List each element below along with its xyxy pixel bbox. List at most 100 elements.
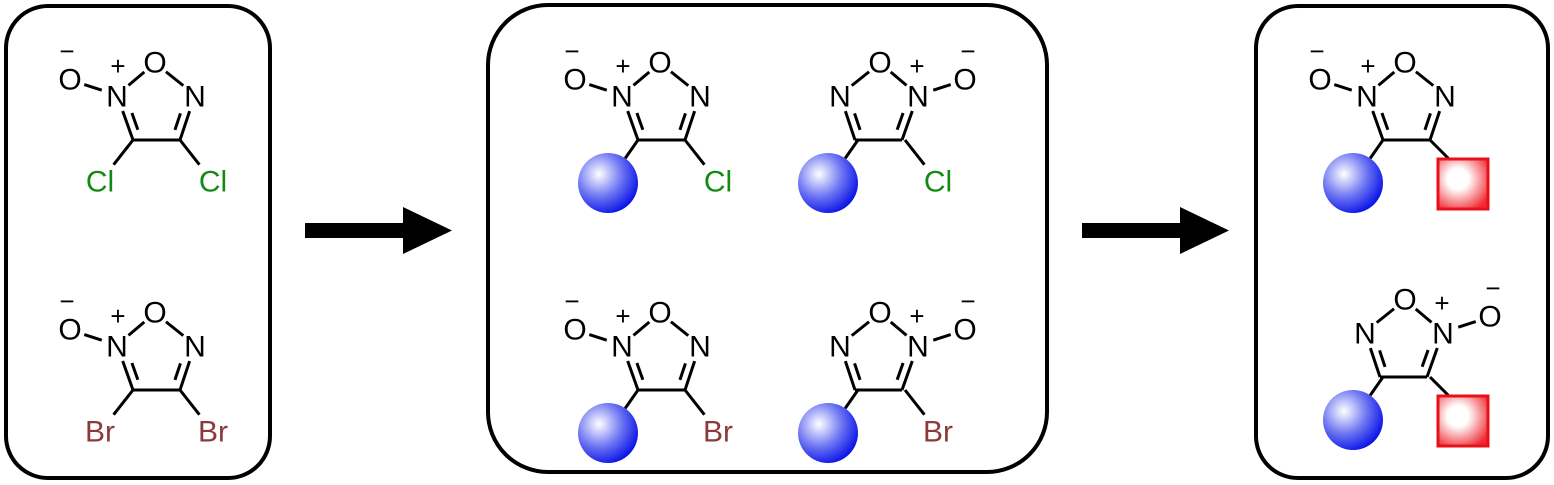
ring-oxygen: O: [868, 297, 891, 330]
bond: [635, 362, 645, 381]
ring-nitrogen: N: [829, 81, 851, 114]
bond: [1428, 138, 1451, 161]
bond: [669, 70, 690, 87]
ring-oxygen: O: [648, 297, 671, 330]
plus-charge: +: [110, 301, 125, 331]
plus-charge: +: [909, 301, 924, 331]
bond: [1428, 110, 1442, 141]
chlorine-label: Cl: [704, 166, 732, 199]
bond: [130, 362, 140, 381]
minus-charge: −: [1309, 36, 1324, 66]
bond: [843, 389, 860, 410]
n-oxide-nitrogen: N: [611, 331, 633, 364]
bromine-label: Br: [923, 416, 953, 449]
exo-oxygen: O: [563, 64, 586, 97]
blue-sphere-substituent: [798, 153, 858, 213]
bromine-label: Br: [85, 416, 115, 449]
n-oxide-nitrogen: N: [106, 81, 128, 114]
bond: [853, 362, 862, 381]
bond: [678, 112, 687, 131]
reaction-arrow-1: [305, 207, 452, 254]
minus-charge: −: [59, 286, 74, 316]
bond: [843, 110, 857, 141]
minus-charge: −: [59, 36, 74, 66]
bond: [112, 389, 135, 416]
panel-intermediates: [486, 3, 1049, 474]
minus-charge: −: [960, 36, 975, 66]
ring-oxygen: O: [868, 47, 891, 80]
exo-oxygen: O: [1478, 301, 1501, 334]
chlorine-label: Cl: [924, 166, 952, 199]
bond: [889, 320, 908, 337]
bond: [1428, 375, 1451, 398]
bond: [683, 360, 697, 391]
bond: [1425, 347, 1439, 378]
minus-charge: −: [1485, 273, 1500, 303]
ring-nitrogen: N: [1434, 81, 1456, 114]
bond: [588, 333, 608, 342]
bond: [1377, 70, 1396, 87]
ring-nitrogen: N: [689, 331, 711, 364]
bond: [173, 112, 182, 131]
bond: [1423, 112, 1432, 131]
bond: [1368, 347, 1382, 378]
plus-charge: +: [1360, 51, 1375, 81]
bond: [626, 110, 640, 141]
bond: [164, 70, 185, 87]
bond: [895, 112, 905, 131]
n-oxide-nitrogen: N: [106, 331, 128, 364]
ring-nitrogen: N: [829, 331, 851, 364]
bond: [903, 389, 926, 416]
blue-sphere-substituent: [798, 403, 858, 463]
bond: [623, 139, 640, 160]
bond: [850, 320, 871, 337]
ring-oxygen: O: [1393, 284, 1416, 317]
blue-sphere-substituent: [578, 403, 638, 463]
bond: [843, 139, 860, 160]
bond: [178, 389, 201, 416]
plus-charge: +: [909, 51, 924, 81]
plus-charge: +: [1434, 288, 1449, 318]
bond: [626, 360, 640, 391]
ring-nitrogen: N: [184, 331, 206, 364]
bond: [164, 320, 185, 337]
bond: [121, 110, 135, 141]
chlorine-label: Cl: [86, 166, 114, 199]
bond: [127, 320, 146, 337]
bond: [889, 70, 908, 87]
ring-nitrogen: N: [689, 81, 711, 114]
bond: [178, 360, 192, 391]
plus-charge: +: [615, 301, 630, 331]
bond: [635, 112, 645, 131]
panel-products: [1254, 4, 1550, 480]
chlorine-label: Cl: [199, 166, 227, 199]
bond: [850, 70, 871, 87]
plus-charge: +: [615, 51, 630, 81]
bond: [683, 389, 706, 416]
bond: [1375, 307, 1396, 324]
ring-nitrogen: N: [184, 81, 206, 114]
bond: [127, 70, 146, 87]
red-square-substituent: [1436, 157, 1490, 211]
bond: [1371, 110, 1385, 141]
bromine-label: Br: [703, 416, 733, 449]
bond: [1420, 349, 1430, 368]
bond: [130, 112, 140, 131]
bond: [1414, 70, 1435, 87]
bond: [173, 362, 182, 381]
bond: [900, 110, 914, 141]
plus-charge: +: [110, 51, 125, 81]
bond: [632, 70, 651, 87]
bond: [1368, 376, 1385, 397]
bond: [903, 139, 926, 166]
n-oxide-nitrogen: N: [907, 331, 929, 364]
n-oxide-nitrogen: N: [611, 81, 633, 114]
bond: [1333, 83, 1353, 92]
bromine-label: Br: [198, 416, 228, 449]
